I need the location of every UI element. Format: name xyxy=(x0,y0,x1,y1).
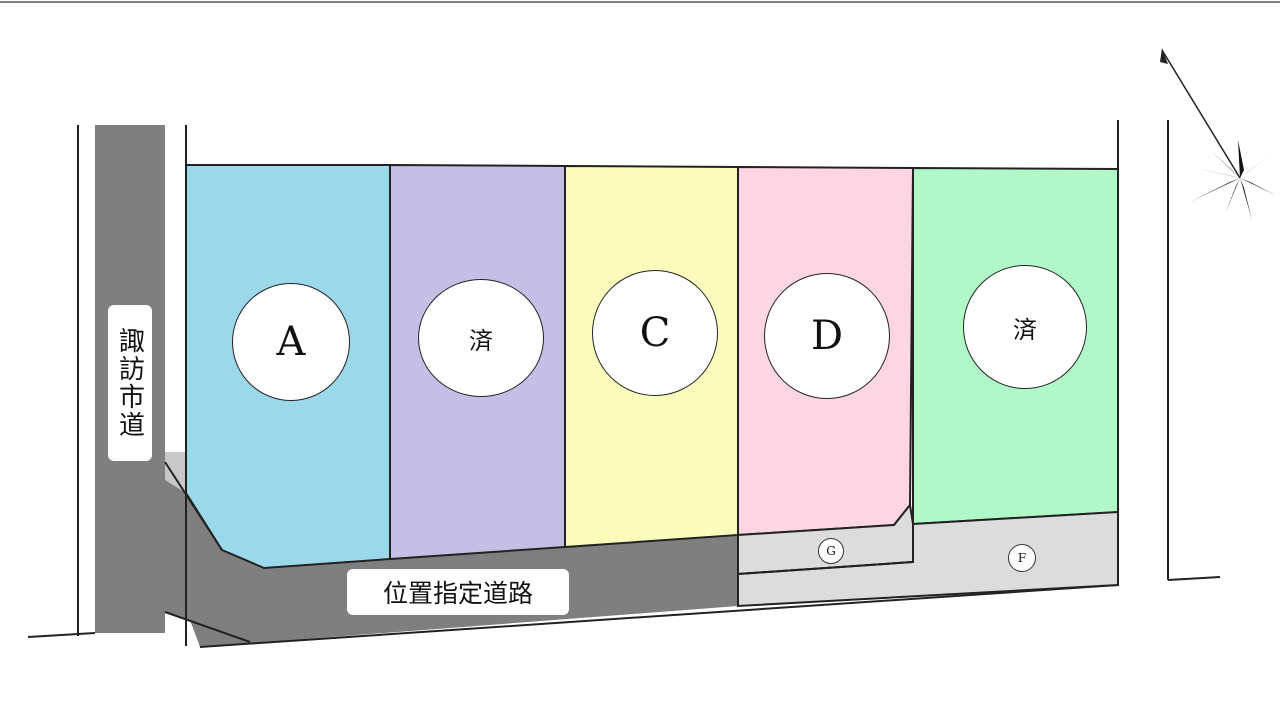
space-f-label: F xyxy=(1008,544,1036,572)
designated-road-label: 位置指定道路 xyxy=(347,569,569,615)
space-g-label: G xyxy=(818,538,844,564)
city-road-label: 諏訪市道 xyxy=(114,327,145,439)
road-corner-line-bottom xyxy=(164,611,251,643)
lot-e-sold-label: 済 xyxy=(963,265,1087,389)
space-divider xyxy=(737,561,914,575)
lot-d-label: D xyxy=(764,273,890,399)
north-arrow-compass-rose-icon xyxy=(1160,48,1275,220)
designated-road xyxy=(165,452,738,647)
lot-b-sold-label: 済 xyxy=(418,279,544,397)
city-road-label-box: 諏訪市道 xyxy=(108,305,152,461)
city-road-bottom-edge xyxy=(27,632,96,638)
road-corner-cutoff xyxy=(165,452,186,493)
lot-c-label: C xyxy=(592,270,718,396)
neighbor-boundary-bottom xyxy=(1167,576,1221,581)
site-bottom-line xyxy=(199,584,1119,648)
lot-a-label: A xyxy=(232,283,350,401)
